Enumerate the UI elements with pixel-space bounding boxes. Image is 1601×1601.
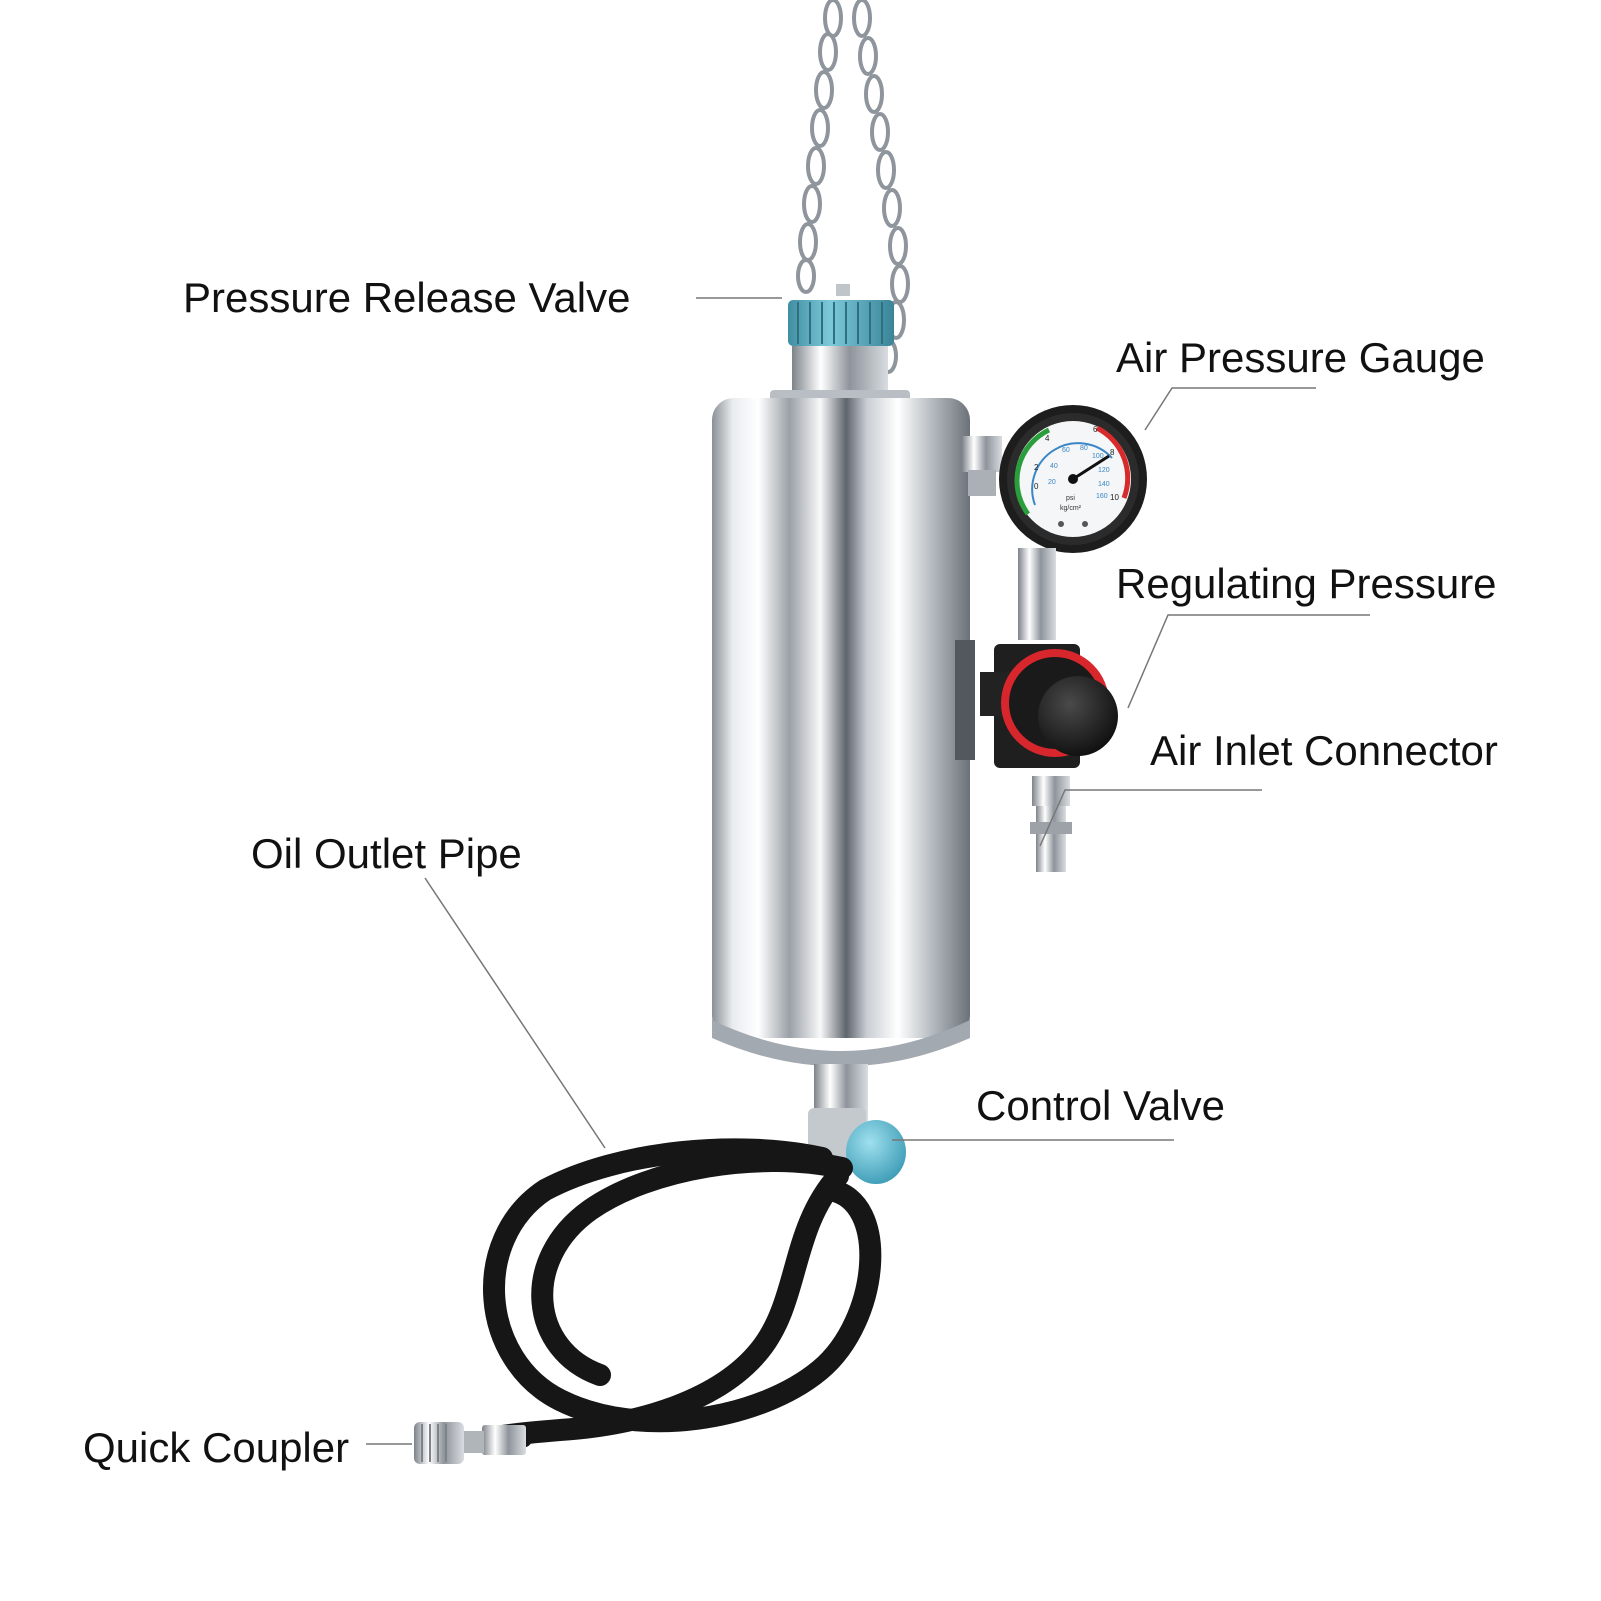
gauge-psi-80: 80 (1080, 445, 1088, 452)
leader-regulating-pressure (1127, 614, 1370, 709)
quick-coupler (414, 1422, 526, 1464)
pressure-release-valve (770, 284, 910, 404)
gauge-psi-160: 160 (1096, 493, 1108, 500)
gauge-psi-120: 120 (1098, 467, 1110, 474)
leader-oil-outlet-pipe (424, 877, 606, 1149)
label-pressure-release-valve: Pressure Release Valve (183, 274, 631, 321)
gauge-psi-40: 40 (1050, 463, 1058, 470)
pressure-regulator (980, 548, 1118, 872)
gauge-unit-kg: kg/cm² (1060, 505, 1082, 512)
leader-air-inlet-connector (1039, 789, 1262, 847)
label-air-inlet-connector: Air Inlet Connector (1150, 727, 1498, 774)
gauge-psi-100: 100 (1092, 453, 1104, 460)
gauge-psi-60: 60 (1062, 447, 1070, 454)
gauge-scale-0: 0 (1034, 482, 1039, 491)
gauge-psi-140: 140 (1098, 481, 1110, 488)
gauge-psi-20: 20 (1048, 479, 1056, 486)
gauge-scale-4: 4 (1045, 434, 1050, 443)
oil-outlet-hose (483, 1138, 882, 1449)
label-control-valve: Control Valve (976, 1082, 1226, 1129)
leader-air-pressure-gauge (1144, 387, 1316, 431)
label-air-pressure-gauge: Air Pressure Gauge (1116, 334, 1485, 381)
control-valve-knob (846, 1120, 906, 1184)
steel-tank (712, 398, 975, 1168)
label-oil-outlet-pipe: Oil Outlet Pipe (251, 830, 522, 877)
leader-lines (366, 297, 1370, 1445)
gauge-scale-10: 10 (1110, 493, 1119, 502)
gauge-unit-psi: psi (1066, 495, 1075, 502)
gauge-scale-6: 6 (1093, 425, 1098, 434)
label-regulating-pressure: Regulating Pressure (1116, 560, 1497, 607)
gauge-scale-8: 8 (1110, 448, 1115, 457)
air-pressure-gauge: 0 2 4 6 8 10 20 40 60 80 100 120 140 160… (962, 405, 1147, 553)
label-quick-coupler: Quick Coupler (83, 1424, 350, 1471)
gauge-scale-2: 2 (1034, 463, 1039, 472)
